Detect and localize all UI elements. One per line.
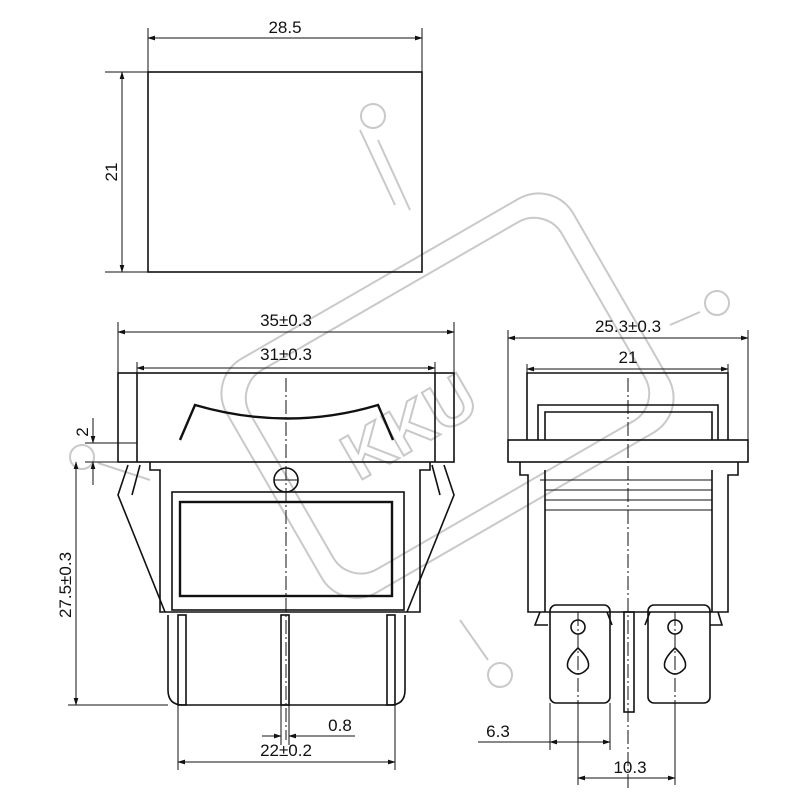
side-upper-housing (526, 372, 729, 440)
terminal-center (280, 614, 290, 706)
watermark: KKU (69, 103, 730, 688)
terminal-left (177, 614, 187, 706)
side-terminal-right (647, 604, 711, 704)
front-view: 35±0.3 31±0.3 2 27.5±0.3 0.8 22±0.2 (56, 311, 455, 770)
top-height-label: 21 (102, 163, 121, 182)
left-latch (117, 464, 166, 613)
side-inner-width-label: 21 (619, 348, 638, 367)
side-overall-width-label: 25.3±0.3 (595, 317, 661, 336)
top-width-label: 28.5 (268, 18, 301, 37)
front-overall-width-label: 35±0.3 (260, 311, 312, 330)
top-view-outline (147, 71, 423, 273)
rocker-actuator (178, 403, 395, 441)
pin-pitch-label: 10.3 (613, 758, 646, 777)
body-height-label: 27.5±0.3 (56, 552, 75, 618)
side-terminal-left (549, 604, 611, 704)
side-view: 25.3±0.3 21 6.3 10.3 (478, 317, 749, 790)
flange-height-label: 2 (73, 427, 92, 436)
side-terminal-center (623, 611, 635, 713)
side-body (519, 462, 739, 613)
pin-width-label: 6.3 (486, 722, 510, 741)
front-inner-width-label: 31±0.3 (260, 345, 312, 364)
pin-span-label: 22±0.2 (260, 741, 312, 760)
pin-thickness-label: 0.8 (328, 716, 352, 735)
front-body (149, 462, 431, 613)
right-latch (406, 464, 455, 613)
watermark-text: KKU (329, 358, 490, 494)
terminal-right (386, 614, 396, 706)
top-view: 28.5 21 (102, 18, 423, 273)
